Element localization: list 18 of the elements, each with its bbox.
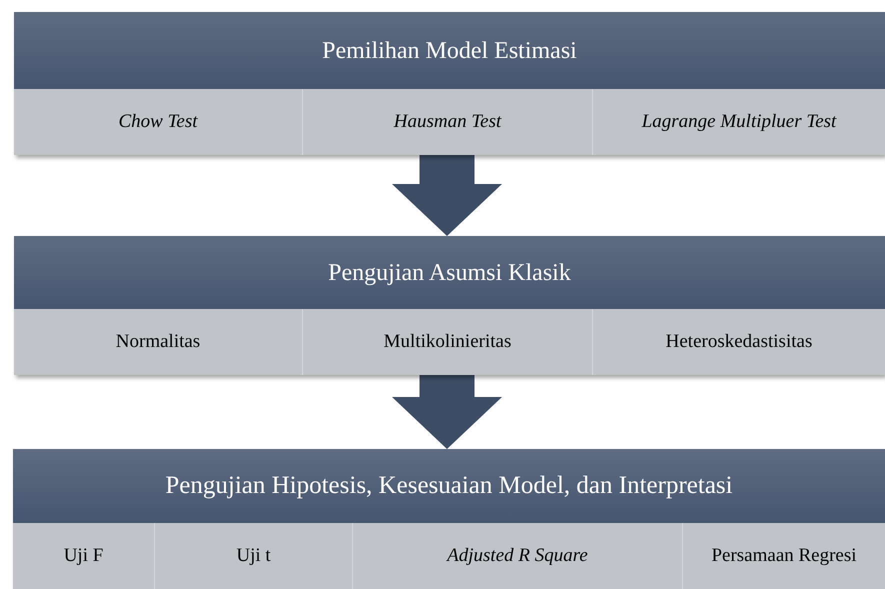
item-cell: Chow Test: [14, 89, 302, 155]
block-arrow: [392, 375, 502, 449]
item-cell: Adjusted R Square: [352, 523, 682, 589]
block-arrow: [392, 155, 502, 236]
item-cell: Multikolinieritas: [302, 309, 592, 375]
item-cell: Persamaan Regresi: [682, 523, 885, 589]
item-cell: Heteroskedastisitas: [592, 309, 885, 375]
item-cell: Lagrange Multipluer Test: [592, 89, 885, 155]
section-heading: Pemilihan Model Estimasi: [322, 36, 577, 66]
section-panel: [13, 449, 885, 589]
item-cell: Normalitas: [14, 309, 302, 375]
section-heading: Pengujian Hipotesis, Kesesuaian Model, dan Interpretasi: [165, 471, 733, 502]
item-cell: Uji t: [154, 523, 352, 589]
section-panel: [14, 12, 885, 155]
item-cell: Uji F: [13, 523, 154, 589]
item-cell: Hausman Test: [302, 89, 592, 155]
section-heading: Pengujian Asumsi Klasik: [328, 258, 571, 288]
section-panel: [14, 236, 885, 375]
